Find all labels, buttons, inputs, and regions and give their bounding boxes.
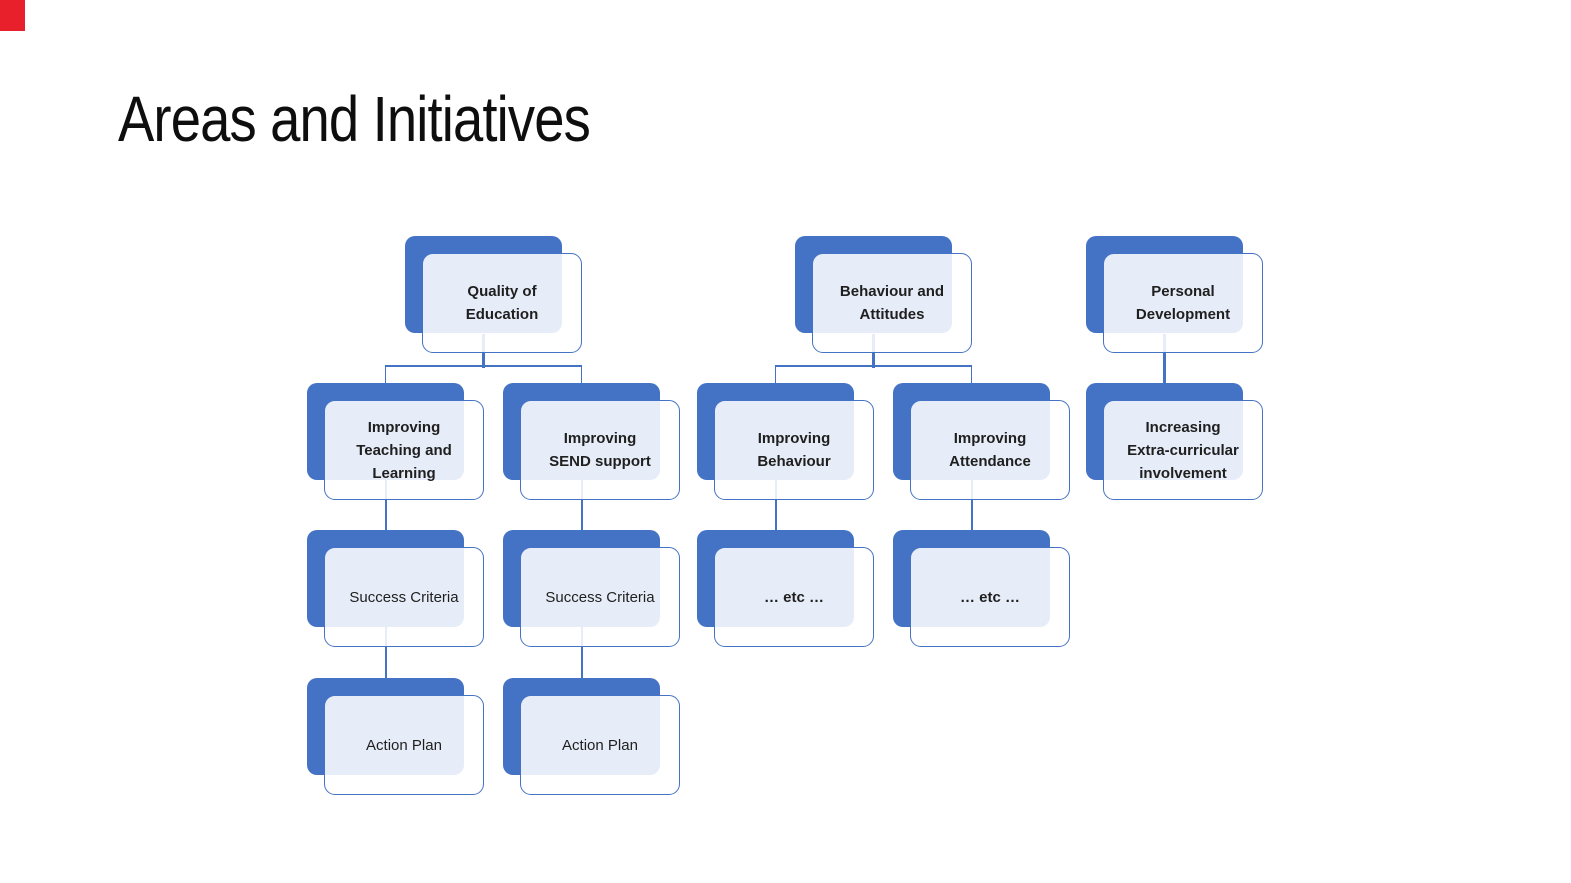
org-node-quality-of-education: Quality of Education <box>405 236 582 353</box>
node-card: Personal Development <box>1103 253 1263 353</box>
node-label: Action Plan <box>366 736 442 754</box>
org-node-improving-teaching-and-learning: Improving Teaching and Learning <box>307 383 484 500</box>
org-node-improving-attendance: Improving Attendance <box>893 383 1070 500</box>
node-card: Improving Teaching and Learning <box>324 400 484 500</box>
node-label: Success Criteria <box>545 588 655 606</box>
org-node-action-plan-send: Action Plan <box>503 678 680 795</box>
connector-level3-4 <box>384 626 387 679</box>
org-node-behaviour-and-attitudes: Behaviour and Attitudes <box>795 236 972 353</box>
node-label: Quality of Education <box>465 283 539 323</box>
node-label: … etc … <box>763 588 824 606</box>
org-node-increasing-extra-curricular: Increasing Extra-curricular involvement <box>1086 383 1263 500</box>
node-card: Success Criteria <box>324 547 484 647</box>
connector-branch-behaviour <box>774 365 973 368</box>
org-node-personal-development: Personal Development <box>1086 236 1263 353</box>
org-node-success-criteria-send: Success Criteria <box>503 530 680 647</box>
org-node-action-plan-teaching: Action Plan <box>307 678 484 795</box>
node-card: Increasing Extra-curricular involvement <box>1103 400 1263 500</box>
org-node-success-criteria-teaching: Success Criteria <box>307 530 484 647</box>
node-label: Improving SEND support <box>549 430 651 470</box>
slide-title: Areas and Initiatives <box>118 83 591 155</box>
org-node-etc-behaviour: … etc … <box>697 530 874 647</box>
node-label: … etc … <box>959 588 1020 606</box>
connector-stub <box>970 365 973 384</box>
connector-stub <box>774 365 777 384</box>
node-card: Success Criteria <box>520 547 680 647</box>
connector-branch-quality <box>384 365 583 368</box>
node-card: Quality of Education <box>422 253 582 353</box>
node-label: Personal Development <box>1135 283 1231 323</box>
node-label: Behaviour and Attitudes <box>839 283 945 323</box>
node-label: Improving Attendance <box>949 430 1031 470</box>
connector-stub <box>384 365 387 384</box>
node-label: Success Criteria <box>349 588 459 606</box>
org-node-improving-behaviour: Improving Behaviour <box>697 383 874 500</box>
org-node-improving-send-support: Improving SEND support <box>503 383 680 500</box>
node-card: Improving Attendance <box>910 400 1070 500</box>
node-label: Improving Teaching and Learning <box>356 418 452 482</box>
node-card: Improving SEND support <box>520 400 680 500</box>
node-label: Improving Behaviour <box>757 430 831 470</box>
connector-drop-personal <box>1163 334 1166 384</box>
connector-level2-3 <box>580 479 583 532</box>
connector-stub <box>580 365 583 384</box>
node-card: Action Plan <box>324 695 484 795</box>
node-card: Action Plan <box>520 695 680 795</box>
org-node-etc-attendance: … etc … <box>893 530 1070 647</box>
connector-level2-3 <box>384 479 387 532</box>
connector-level2-3 <box>970 479 973 532</box>
node-card: … etc … <box>910 547 1070 647</box>
connector-level3-4 <box>580 626 583 679</box>
red-corner-marker <box>0 0 25 31</box>
node-card: Behaviour and Attitudes <box>812 253 972 353</box>
node-label: Increasing Extra-curricular involvement <box>1127 418 1239 482</box>
node-card: Improving Behaviour <box>714 400 874 500</box>
connector-level2-3 <box>774 479 777 532</box>
node-label: Action Plan <box>562 736 638 754</box>
node-card: … etc … <box>714 547 874 647</box>
